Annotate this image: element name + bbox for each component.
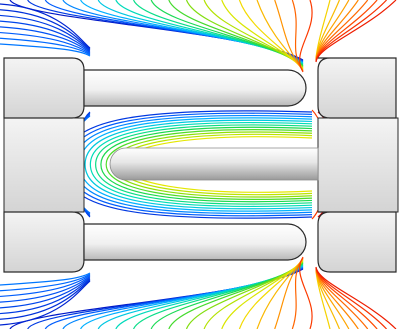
field-line-bottom [299,256,313,329]
field-line-corner-tl [0,20,91,52]
field-line-corner-tl [0,37,91,56]
field-line-inner [105,129,313,200]
field-line-corner-bl [0,277,91,309]
field-line-inner [89,121,313,208]
field-line-bottom [291,257,304,329]
field-line-corner-bl [0,273,91,292]
field-line-corner-bl [0,279,91,320]
top-left-electrode [3,57,85,119]
field-line-corner-tl [0,26,91,54]
center-left-slab [3,117,85,213]
field-line-corner-tl [0,3,91,49]
field-line-corner-bl [0,274,91,298]
top-right-electrode [317,57,397,119]
field-line-corner-tl [0,31,91,55]
field-line-corner-tl [0,9,91,50]
field-line-corner-tl [0,14,91,51]
field-line-inner [84,119,313,210]
field-line-corner-tl [0,43,91,57]
field-line-corner-bl [0,280,91,326]
field-line-top [291,0,304,72]
field-line-top [299,0,313,73]
electrode-group [3,57,399,273]
field-line-corner-tr [315,0,397,63]
field-line-corner-bl [0,278,91,315]
bottom-left-electrode [3,211,85,273]
field-line-inner [95,124,313,205]
center-rod [109,147,319,181]
bottom-right-electrode [317,211,397,273]
field-line-corner-br [315,266,397,329]
bottom-rod [83,223,307,261]
field-line-corner-bl [0,275,91,303]
field-line-inner [100,126,313,203]
field-line-corner-bl [0,272,91,286]
center-right-slab [317,117,399,213]
top-rod [83,69,307,107]
